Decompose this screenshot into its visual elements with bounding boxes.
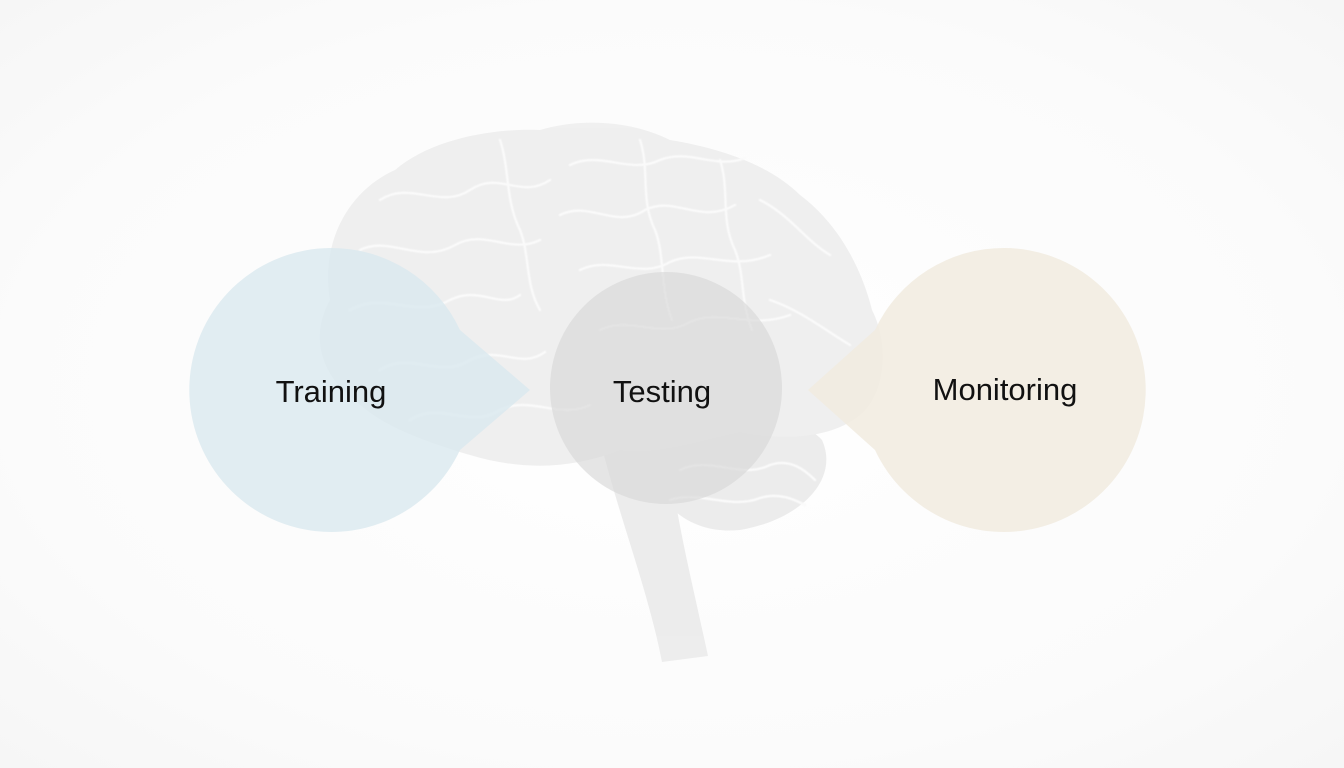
stage-testing: Testing: [550, 272, 782, 504]
testing-label: Testing: [613, 374, 711, 409]
training-label: Training: [276, 374, 387, 409]
training-shape: [189, 247, 530, 532]
stage-training: Training: [189, 247, 530, 532]
testing-shape: [550, 272, 782, 504]
monitoring-shape: [808, 247, 1146, 532]
stage-monitoring: Monitoring: [808, 247, 1146, 532]
monitoring-label: Monitoring: [933, 372, 1078, 407]
